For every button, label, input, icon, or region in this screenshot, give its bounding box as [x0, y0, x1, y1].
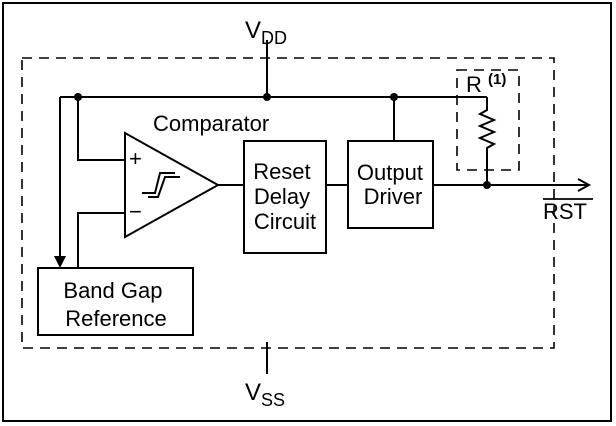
outer-border	[2, 2, 612, 422]
reset-delay-label: Reset Delay Circuit	[253, 159, 317, 234]
vss-pin: VSS	[245, 342, 285, 410]
vss-label: VSS	[245, 379, 285, 410]
vdd-pin: VDD	[245, 17, 287, 97]
minus-input-wire	[77, 212, 125, 268]
resistor-label: R	[466, 72, 482, 97]
vdd-label: VDD	[245, 17, 287, 48]
rst-output-arrow	[577, 178, 592, 192]
junction-dot-rst	[483, 181, 491, 189]
pullup-resistor	[477, 97, 497, 185]
output-driver-block: Output Driver	[347, 140, 434, 229]
rst-label: RST	[543, 199, 587, 224]
bandgap-supply-arrow	[54, 256, 66, 268]
comparator-label: Comparator	[153, 111, 269, 136]
comparator: + −	[124, 131, 221, 239]
output-driver-label: Output Driver	[357, 160, 429, 209]
band-gap-block: Band Gap Reference	[37, 267, 194, 336]
comparator-plus: +	[129, 146, 142, 171]
comparator-minus: −	[129, 199, 142, 224]
device-boundary	[21, 57, 555, 349]
band-gap-label: Band Gap Reference	[63, 278, 168, 331]
reset-delay-block: Reset Delay Circuit	[243, 140, 327, 254]
hysteresis-icon	[142, 172, 180, 198]
plus-input-wire	[77, 97, 125, 161]
junction-dot-vdd	[263, 93, 271, 101]
resistor-note: (1)	[488, 71, 506, 88]
